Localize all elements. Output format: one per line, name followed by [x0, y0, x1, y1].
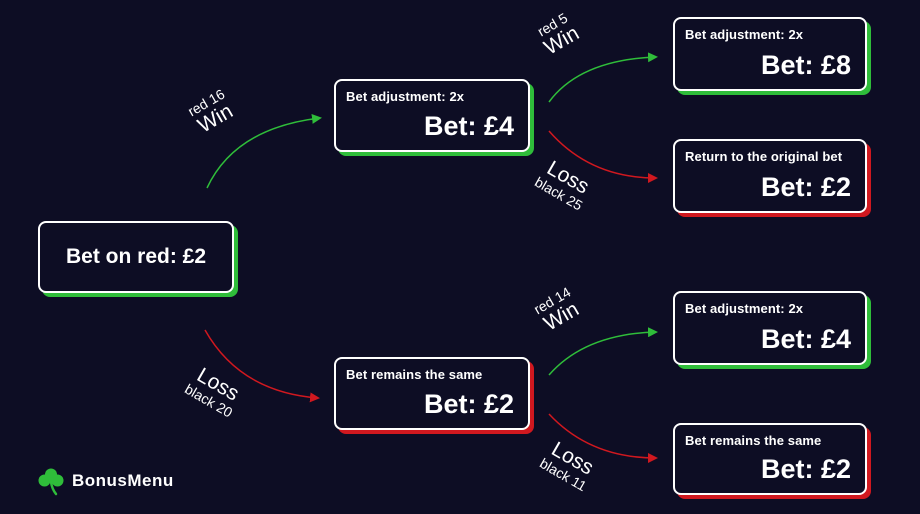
node-l2-win-win: Bet adjustment: 2x Bet: £8	[673, 17, 867, 91]
logo-text: BonusMenu	[72, 471, 174, 490]
node-l2-loss-loss-bet: Bet: £2	[760, 454, 851, 484]
node-l1-loss: Bet remains the same Bet: £2	[334, 357, 530, 430]
node-root: Bet on red: £2	[38, 221, 234, 293]
node-l2-win-loss-bet: Bet: £2	[760, 172, 851, 202]
bonusmenu-logo: BonusMenu	[36, 466, 174, 496]
node-l2-win-win-bet: Bet: £8	[760, 50, 851, 80]
node-root-text: Bet on red: £2	[65, 245, 207, 268]
arrow-loss-win	[548, 327, 658, 376]
arrow-root-win	[206, 113, 322, 189]
arrow-root-loss	[204, 329, 320, 403]
node-l2-win-win-adjustment: Bet adjustment: 2x	[685, 27, 804, 42]
node-l2-win-loss-adjustment: Return to the original bet	[685, 149, 843, 164]
clover-icon	[38, 468, 64, 496]
node-l2-loss-win-adjustment: Bet adjustment: 2x	[685, 301, 804, 316]
arrow-win-win	[548, 52, 658, 103]
node-l1-win-adjustment: Bet adjustment: 2x	[346, 89, 465, 104]
arrow-loss-loss	[548, 413, 658, 463]
node-l2-loss-loss-adjustment: Bet remains the same	[685, 433, 822, 448]
node-l1-loss-adjustment: Bet remains the same	[346, 367, 483, 382]
node-l1-win-bet: Bet: £4	[423, 111, 514, 141]
node-l2-loss-win-bet: Bet: £4	[760, 324, 851, 354]
arrow-win-loss	[548, 130, 658, 183]
node-l2-win-loss: Return to the original bet Bet: £2	[673, 139, 867, 213]
node-l1-win: Bet adjustment: 2x Bet: £4	[334, 79, 530, 152]
node-l2-loss-loss: Bet remains the same Bet: £2	[673, 423, 867, 495]
node-l1-loss-bet: Bet: £2	[423, 389, 514, 419]
node-l2-loss-win: Bet adjustment: 2x Bet: £4	[673, 291, 867, 365]
